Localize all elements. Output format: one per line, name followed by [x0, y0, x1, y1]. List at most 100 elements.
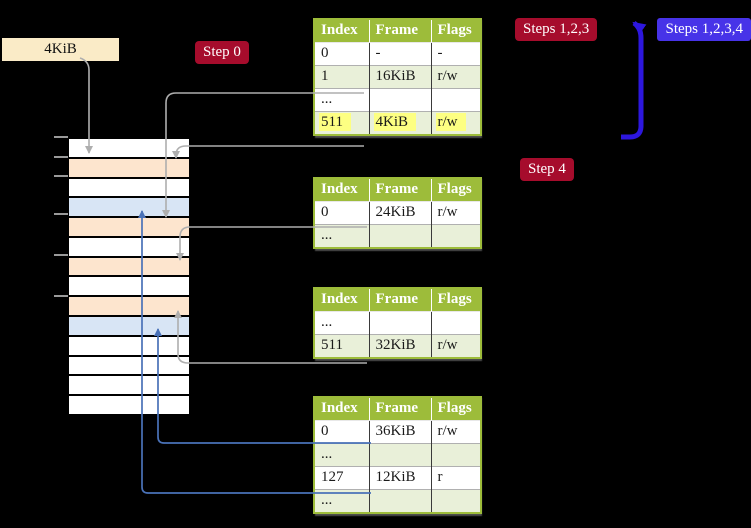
address-tick [54, 254, 68, 256]
cell-flags: r/w [431, 201, 481, 225]
cell-value: r/w [437, 336, 458, 353]
cell-flags [431, 311, 481, 335]
cell-frame: 16KiB [369, 65, 432, 89]
address-tick [54, 136, 68, 138]
table-row: 1 16KiB r/w [314, 65, 481, 89]
memory-frame-row [69, 354, 189, 375]
page-size-label: 4KiB [2, 38, 119, 61]
cell-value: r/w [437, 68, 458, 84]
cell-index: 511 [314, 111, 370, 135]
table-row: 511 32KiB r/w [314, 334, 481, 358]
memory-frame-row [69, 315, 189, 335]
cell-value: 16KiB [375, 68, 416, 84]
cell-index: 0 [314, 42, 370, 66]
step4-badge: Step 4 [520, 158, 574, 181]
column-header-flags: Flags [431, 178, 481, 202]
memory-frame-row [69, 139, 189, 157]
column-header-frame: Frame [369, 397, 432, 421]
column-header-flags: Flags [431, 19, 481, 43]
table-row: ... [314, 489, 481, 513]
cell-frame: - [369, 42, 432, 66]
cell-index: 1 [314, 65, 370, 89]
memory-frame-row [69, 156, 189, 177]
table-row: 0 - - [314, 42, 481, 66]
cell-value: 36KiB [375, 423, 416, 439]
column-header-index: Index [314, 288, 370, 312]
table-row: ... [314, 224, 481, 248]
cell-value: 127 [321, 469, 344, 485]
memory-frame-row [69, 216, 189, 236]
column-header-index: Index [314, 19, 370, 43]
highlighted-value: 511 [319, 112, 351, 131]
memory-frame-row [69, 295, 189, 316]
memory-frame-row [69, 334, 189, 355]
cell-flags: r/w [431, 420, 481, 444]
cell-flags [431, 443, 481, 467]
memory-frame-row [69, 394, 189, 414]
steps-loop-arrow [621, 20, 647, 140]
address-tick [54, 213, 68, 215]
cell-value: 0 [321, 204, 329, 220]
cell-flags [431, 88, 481, 112]
cell-value: 12KiB [375, 469, 416, 485]
cell-index: 127 [314, 466, 370, 490]
cell-value: - [437, 45, 443, 61]
cell-value: r/w [437, 423, 458, 439]
cell-value: 1 [321, 68, 329, 84]
table-row: 127 12KiB r [314, 466, 481, 490]
memory-frame-row [69, 374, 189, 395]
memory-frame-row [69, 235, 189, 256]
physical-memory-column [68, 138, 190, 415]
cell-value: r [437, 469, 443, 485]
cell-value: r/w [437, 204, 458, 220]
cell-index: 0 [314, 420, 370, 444]
cell-frame: 36KiB [369, 420, 432, 444]
highlighted-value: 4KiB [373, 112, 417, 131]
highlighted-value: r/w [435, 112, 466, 131]
cell-value: ... [321, 314, 333, 330]
column-header-flags: Flags [431, 397, 481, 421]
cell-value: - [375, 45, 381, 61]
steps-123-badge: Steps 1,2,3 [515, 18, 598, 41]
cell-frame [369, 224, 432, 248]
column-header-flags: Flags [431, 288, 481, 312]
table-row: ... [314, 443, 481, 467]
cell-index: ... [314, 88, 370, 112]
column-header-frame: Frame [369, 19, 432, 43]
cell-value: ... [321, 491, 333, 508]
memory-frame-row [69, 275, 189, 296]
cell-flags: r/w [431, 334, 481, 358]
cell-flags: - [431, 42, 481, 66]
step0-badge: Step 0 [195, 41, 249, 64]
cell-value: ... [321, 226, 333, 243]
cell-frame: 32KiB [369, 334, 432, 358]
cell-index: ... [314, 489, 370, 513]
table-row: 0 36KiB r/w [314, 420, 481, 444]
cell-value: ... [321, 91, 333, 107]
cell-value: 0 [321, 423, 329, 439]
cell-index: ... [314, 224, 370, 248]
cell-frame [369, 489, 432, 513]
address-tick [54, 156, 68, 158]
cell-frame: 4KiB [369, 111, 432, 135]
cell-value: 32KiB [375, 336, 416, 353]
cell-value: 511 [321, 336, 343, 353]
cell-value: 0 [321, 45, 329, 61]
column-header-frame: Frame [369, 178, 432, 202]
address-tick [54, 175, 68, 177]
connector-table1-row511-to-frame [172, 145, 364, 159]
cell-flags: r [431, 466, 481, 490]
memory-frame-row [69, 196, 189, 217]
cell-index: ... [314, 311, 370, 335]
cell-frame [369, 311, 432, 335]
column-header-index: Index [314, 178, 370, 202]
memory-frame-row [69, 255, 189, 276]
cell-value: 24KiB [375, 204, 416, 220]
